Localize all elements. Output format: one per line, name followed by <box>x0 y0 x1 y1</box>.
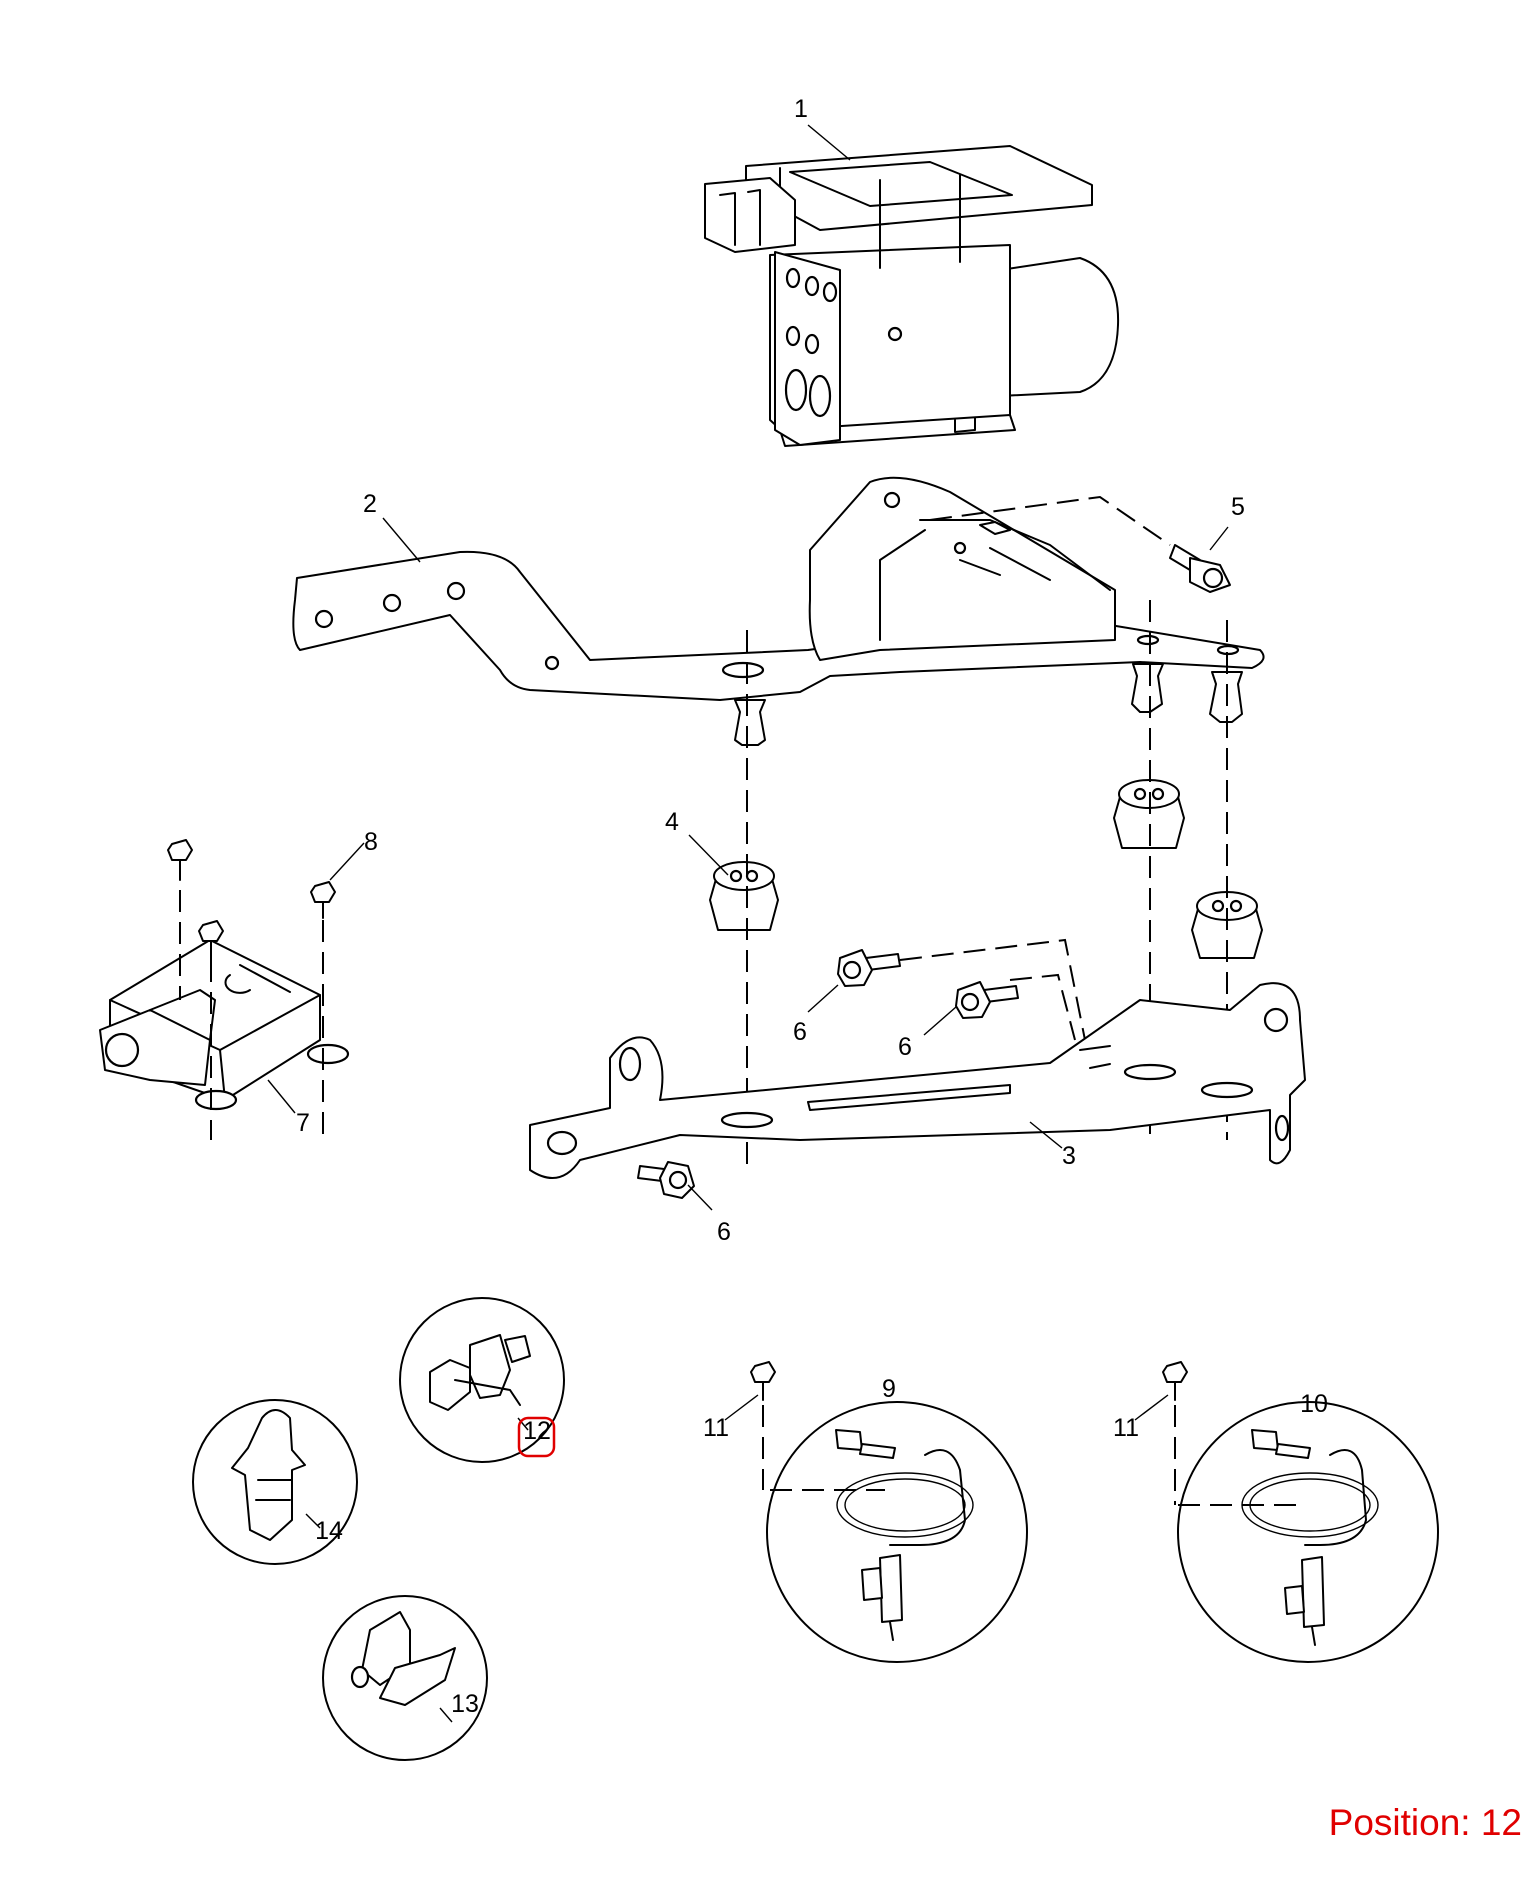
callout-2: 2 <box>363 490 377 518</box>
callout-9: 9 <box>882 1375 896 1403</box>
part-11-bolts[interactable] <box>750 1361 1188 1505</box>
callout-13: 13 <box>451 1690 479 1718</box>
callout-11b: 11 <box>1113 1414 1139 1442</box>
callout-5: 5 <box>1231 493 1245 521</box>
callout-12: 12 <box>523 1417 551 1445</box>
callout-6b: 6 <box>898 1033 912 1061</box>
callout-8: 8 <box>364 828 378 856</box>
callout-7: 7 <box>296 1109 310 1137</box>
callout-14: 14 <box>315 1517 343 1545</box>
callout-6c: 6 <box>717 1218 731 1246</box>
callout-1: 1 <box>794 95 808 123</box>
part-2-upper-bracket[interactable] <box>292 476 1265 701</box>
callout-10: 10 <box>1300 1390 1328 1418</box>
leader-lines <box>267 124 1229 1723</box>
position-label: Position: 12 <box>1328 1802 1522 1843</box>
part-8-bolts[interactable] <box>167 839 336 1140</box>
part-1-abs-module[interactable] <box>704 145 1120 447</box>
callout-12-highlight <box>517 1416 556 1458</box>
part-5-bolt[interactable] <box>929 495 1231 593</box>
part-6-bolts[interactable] <box>637 949 1019 1199</box>
callout-4: 4 <box>665 808 679 836</box>
detail-10-wheel-speed-sensor[interactable] <box>1177 1401 1439 1663</box>
callout-labels: 1 2 3 4 5 6 6 6 7 8 9 10 11 11 12 13 14 <box>296 95 1328 1718</box>
callout-3: 3 <box>1062 1142 1076 1170</box>
detail-9-wheel-speed-sensor[interactable] <box>766 1401 1028 1663</box>
detail-13-clip[interactable] <box>322 1595 488 1761</box>
part-3-lower-bracket[interactable] <box>529 982 1306 1179</box>
part-7-sensor[interactable] <box>99 939 350 1111</box>
part-4-isolators[interactable] <box>709 779 1263 959</box>
detail-14-push-pin[interactable] <box>192 1399 358 1565</box>
callout-11a: 11 <box>703 1414 729 1442</box>
callout-6a: 6 <box>793 1018 807 1046</box>
